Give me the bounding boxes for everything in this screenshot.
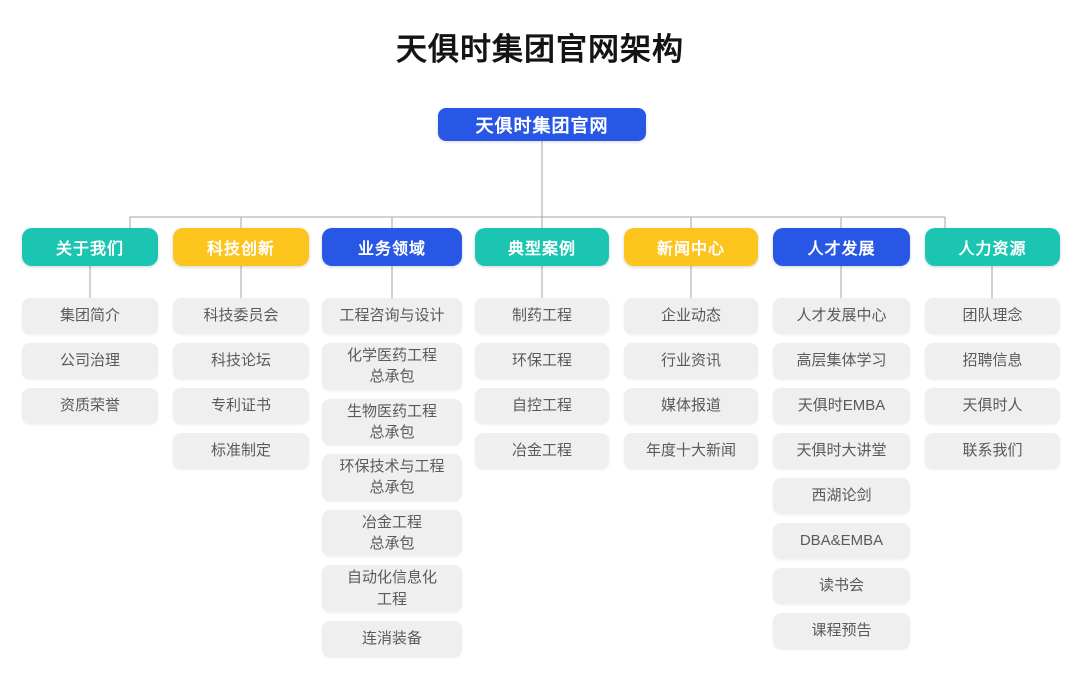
child-node: 天俱时人	[925, 388, 1060, 424]
child-node: 年度十大新闻	[624, 433, 758, 469]
branch-children: 工程咨询与设计化学医药工程 总承包生物医药工程 总承包环保技术与工程 总承包冶金…	[322, 298, 462, 657]
child-node: 环保技术与工程 总承包	[322, 454, 462, 501]
child-node: 标准制定	[173, 433, 309, 469]
child-node: 联系我们	[925, 433, 1060, 469]
child-node: 企业动态	[624, 298, 758, 334]
child-node: 制药工程	[475, 298, 609, 334]
branch-header: 关于我们	[22, 228, 158, 266]
branch-header: 新闻中心	[624, 228, 758, 266]
branch-children: 制药工程环保工程自控工程冶金工程	[475, 298, 609, 469]
branch-children: 企业动态行业资讯媒体报道年度十大新闻	[624, 298, 758, 469]
child-node: 团队理念	[925, 298, 1060, 334]
child-node: 化学医药工程 总承包	[322, 343, 462, 390]
branch-human-resources: 人力资源 团队理念招聘信息天俱时人联系我们	[925, 228, 1060, 469]
child-node: 专利证书	[173, 388, 309, 424]
child-node: 冶金工程	[475, 433, 609, 469]
child-node: 生物医药工程 总承包	[322, 398, 462, 446]
child-node: 自动化信息化 工程	[322, 565, 462, 612]
child-node: 自控工程	[475, 388, 609, 424]
child-node: 天俱时EMBA	[773, 388, 910, 424]
branch-header: 典型案例	[475, 228, 609, 266]
child-node: DBA&EMBA	[773, 523, 910, 559]
root-node: 天俱时集团官网	[438, 108, 646, 141]
branch-children: 团队理念招聘信息天俱时人联系我们	[925, 298, 1060, 469]
branch-children: 人才发展中心高层集体学习天俱时EMBA 天俱时大讲堂西湖论剑 DBA&EMBA 读书会…	[773, 298, 910, 649]
branch-tech-innovation: 科技创新 科技委员会科技论坛专利证书标准制定	[173, 228, 309, 469]
child-node: 资质荣誉	[22, 388, 158, 424]
branch-business-areas: 业务领域 工程咨询与设计化学医药工程 总承包生物医药工程 总承包环保技术与工程 …	[322, 228, 462, 657]
branch-talent-development: 人才发展 人才发展中心高层集体学习天俱时EMBA 天俱时大讲堂西湖论剑 DBA&EM…	[773, 228, 910, 649]
child-node: 工程咨询与设计	[322, 298, 462, 334]
child-node: 科技论坛	[173, 343, 309, 379]
branch-children: 集团简介公司治理资质荣誉	[22, 298, 158, 424]
branch-children: 科技委员会科技论坛专利证书标准制定	[173, 298, 309, 469]
child-node: 天俱时大讲堂	[773, 433, 910, 469]
child-node: 连消装备	[322, 620, 462, 657]
child-node: 课程预告	[773, 613, 910, 649]
branch-header: 人才发展	[773, 228, 910, 266]
child-node: 招聘信息	[925, 343, 1060, 379]
child-node: 读书会	[773, 568, 910, 604]
child-node: 媒体报道	[624, 388, 758, 424]
child-node: 公司治理	[22, 343, 158, 379]
branch-header: 科技创新	[173, 228, 309, 266]
child-node: 科技委员会	[173, 298, 309, 334]
branch-news-center: 新闻中心 企业动态行业资讯媒体报道年度十大新闻	[624, 228, 758, 469]
child-node: 冶金工程 总承包	[322, 509, 462, 557]
branch-header: 业务领域	[322, 228, 462, 266]
child-node: 西湖论剑	[773, 478, 910, 514]
child-node: 环保工程	[475, 343, 609, 379]
child-node: 行业资讯	[624, 343, 758, 379]
child-node: 高层集体学习	[773, 343, 910, 379]
branch-about-us: 关于我们 集团简介公司治理资质荣誉	[22, 228, 158, 424]
child-node: 集团简介	[22, 298, 158, 334]
child-node: 人才发展中心	[773, 298, 910, 334]
page-title: 天俱时集团官网架构	[396, 32, 684, 67]
branch-case-studies: 典型案例 制药工程环保工程自控工程冶金工程	[475, 228, 609, 469]
branch-header: 人力资源	[925, 228, 1060, 266]
